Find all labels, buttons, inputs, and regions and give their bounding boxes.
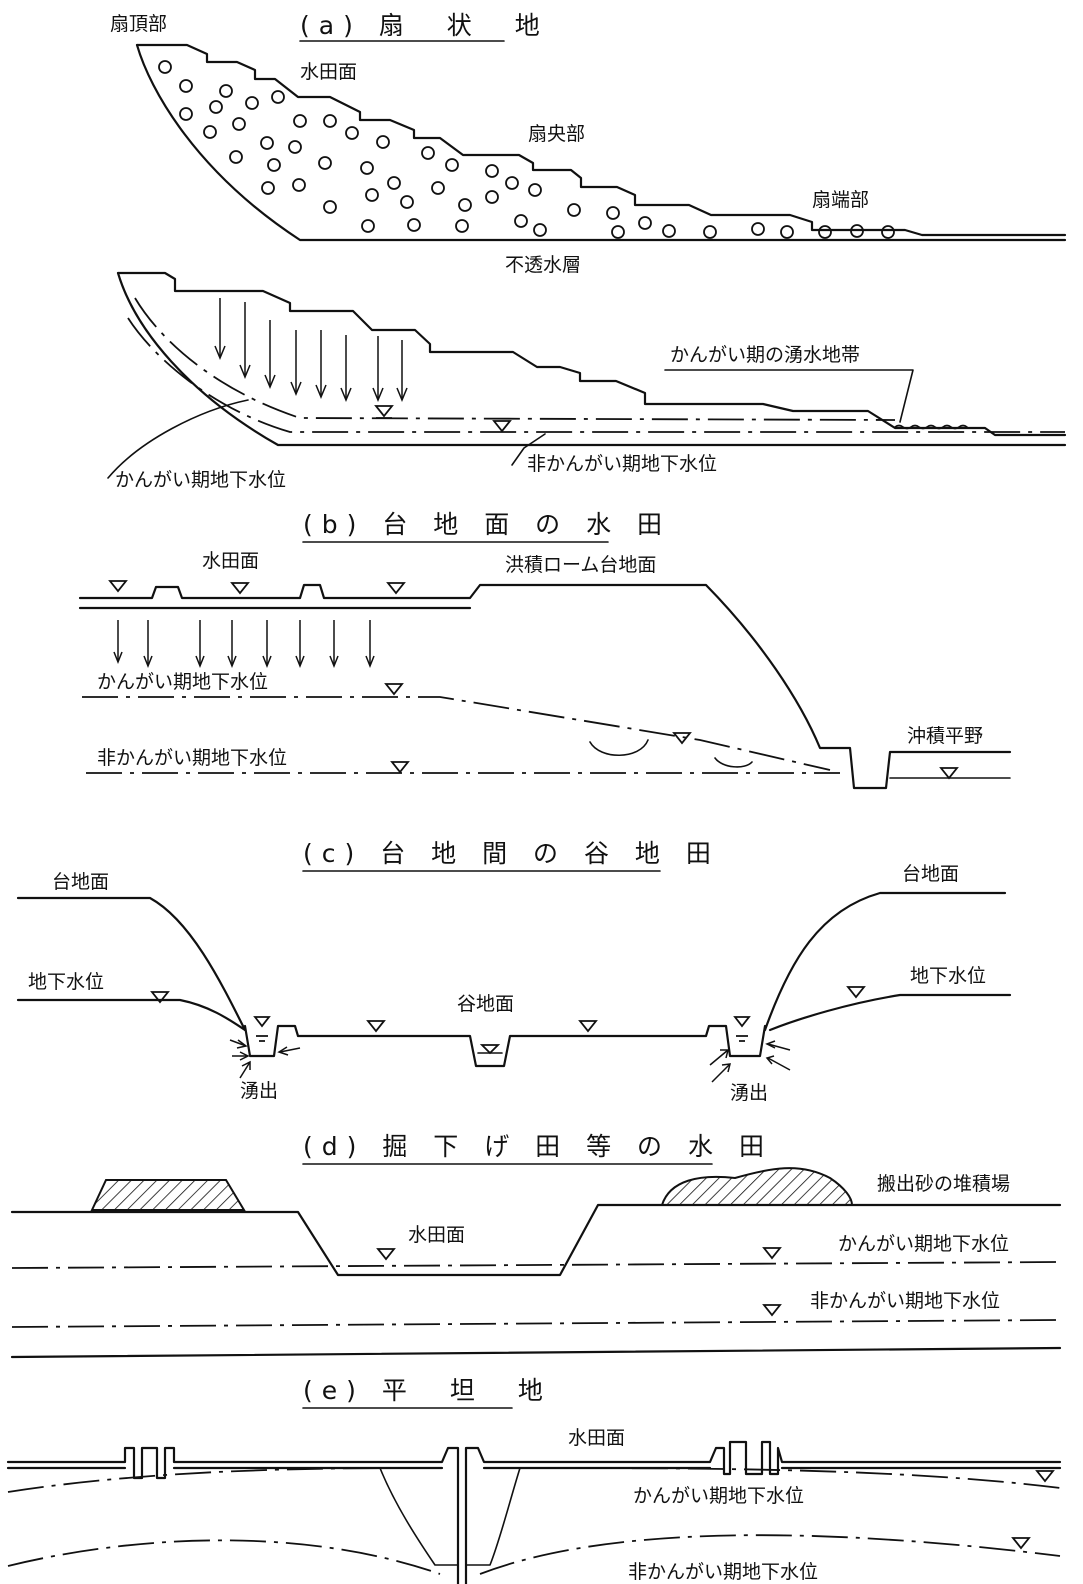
seepage-left-label: 湧出 <box>240 1080 278 1102</box>
valley-ditch-marker-right <box>733 1016 751 1042</box>
plateau-surface-upper <box>78 583 1012 790</box>
fan-irrigation-gw-leader <box>107 399 249 479</box>
dug-paddy-surface-label: 水田面 <box>408 1224 465 1246</box>
dug-irrigation-gw-label: かんがい期地下水位 <box>838 1233 1009 1255</box>
spring-zone-label: かんがい期の湧水地帯 <box>670 344 860 366</box>
section-c-title: (c) 台 地 間 の 谷 地 田 <box>303 839 720 868</box>
flat-irrigation-marker <box>1035 1470 1055 1483</box>
sand-pile-left <box>90 1179 246 1211</box>
fan-apex-label: 扇頂部 <box>110 13 167 35</box>
plateau-irrigation-groundwater-table <box>82 696 831 771</box>
fan-percolation-arrows <box>214 298 408 402</box>
section-c-valley-paddy: (c) 台 地 間 の 谷 地 田 台地面 台地面 地下水位 地下水位 谷地面 <box>16 839 1012 1104</box>
upland-right-profile <box>763 891 1007 1032</box>
impermeable-layer-line <box>135 43 1067 242</box>
fan-paddy-surface-label: 水田面 <box>300 61 357 83</box>
fan-irrigation-gw-label: かんがい期地下水位 <box>115 469 286 491</box>
section-b-plateau-paddy: (b) 台 地 面 の 水 田 水田面 洪積ローム台地面 かんがい期地下水位 非… <box>78 510 1012 790</box>
section-e-title: (e) 平 坦 地 <box>303 1376 552 1405</box>
section-d-dug-paddy: (d) 掘 下 げ 田 等 の 水 田 搬出砂の堆積場 水田面 かんがい期地下水… <box>10 1132 1062 1359</box>
gw-left-profile <box>16 998 247 1032</box>
upland-right-label: 台地面 <box>902 863 959 885</box>
fan-middle-label: 扇央部 <box>528 123 585 145</box>
spring-zone-leader <box>664 369 914 423</box>
valley-water-marker-left <box>150 991 170 1004</box>
alluvial-plain-label: 沖積平野 <box>907 725 983 747</box>
seepage-right-label: 湧出 <box>730 1082 768 1104</box>
plateau-percolation-arrows <box>113 620 375 669</box>
plateau-slope-marker <box>672 732 692 745</box>
dug-base-line <box>10 1346 1062 1359</box>
alluvial-water-marker <box>939 767 959 780</box>
plateau-perched-lens-2 <box>714 757 753 768</box>
section-a-alluvial-fan: (a) 扇 状 地 扇頂部 水田面 扇央部 扇端部 不透水層 <box>107 11 1067 491</box>
fan-profile <box>135 43 1067 237</box>
dug-irrigation-groundwater-table <box>11 1261 1061 1269</box>
sand-pile-right <box>660 1167 854 1206</box>
loam-plateau-label: 洪積ローム台地面 <box>505 554 656 576</box>
fan-groundwater-profile <box>116 271 1067 437</box>
valley-ditch-marker-left <box>253 1016 271 1042</box>
valley-floor-profile <box>243 1024 767 1068</box>
flat-non-irrigation-marker <box>1011 1537 1031 1550</box>
gw-left-label: 地下水位 <box>28 971 104 993</box>
sand-pile-label: 搬出砂の堆積場 <box>877 1173 1010 1195</box>
dug-non-irrigation-marker <box>762 1304 782 1317</box>
dug-paddy-marker <box>376 1248 396 1261</box>
seepage-arrows-right <box>709 1040 791 1083</box>
section-d-title: (d) 掘 下 げ 田 等 の 水 田 <box>303 1132 773 1161</box>
plateau-water-marker-1 <box>108 580 128 593</box>
plateau-perched-lens-1 <box>589 739 649 757</box>
seepage-arrows-left <box>229 1039 301 1079</box>
section-e-flat-land: (e) 平 坦 地 水田面 かんがい期地下水位 非かんがい期地下水位 <box>6 1376 1062 1584</box>
fan-non-irrigation-groundwater-table <box>127 317 1065 433</box>
flat-non-irrigation-gw-label: 非かんがい期地下水位 <box>628 1561 818 1583</box>
spring-zone-wavy-line <box>894 424 968 430</box>
fan-non-irrigation-gw-leader <box>511 433 546 466</box>
flat-paddy-surface-label: 水田面 <box>568 1427 625 1449</box>
fan-irrigation-groundwater-table <box>134 297 896 421</box>
plateau-non-irrigation-marker <box>390 761 410 774</box>
upland-left-profile <box>16 896 247 1032</box>
fan-lower-base-line <box>116 271 1067 447</box>
plateau-non-irrigation-gw-label: 非かんがい期地下水位 <box>97 747 287 769</box>
dug-non-irrigation-groundwater-table <box>11 1319 1061 1328</box>
plateau-irrigation-gw-label: かんがい期地下水位 <box>97 671 268 693</box>
impermeable-layer-label: 不透水層 <box>505 254 581 276</box>
dug-non-irrigation-gw-label: 非かんがい期地下水位 <box>810 1290 1000 1312</box>
section-b-title: (b) 台 地 面 の 水 田 <box>303 510 671 539</box>
plateau-water-marker-2 <box>230 582 250 595</box>
gw-right-label: 地下水位 <box>910 965 986 987</box>
valley-floor-marker-2 <box>479 1044 501 1055</box>
valley-floor-marker-3 <box>578 1020 598 1033</box>
fan-gravel-deposits <box>158 60 895 239</box>
valley-water-marker-right <box>846 986 866 999</box>
plateau-irrigation-marker <box>384 683 404 696</box>
section-a-title: (a) 扇 状 地 <box>300 11 549 40</box>
flat-non-irrigation-groundwater-table <box>7 1534 1061 1575</box>
fan-irrigation-water-level-marker <box>374 405 394 419</box>
fan-toe-label: 扇端部 <box>812 189 869 211</box>
valley-surface-label: 谷地面 <box>457 993 514 1015</box>
dug-irrigation-marker <box>762 1247 782 1260</box>
fan-non-irrigation-gw-label: 非かんがい期地下水位 <box>527 453 717 475</box>
flat-drain-trench <box>379 1467 521 1566</box>
flat-irrigation-groundwater-table <box>7 1467 1061 1493</box>
dug-paddy-profile <box>10 1203 1062 1277</box>
upland-left-label: 台地面 <box>52 871 109 893</box>
valley-floor-marker-1 <box>366 1020 386 1033</box>
flat-irrigation-gw-label: かんがい期地下水位 <box>633 1485 804 1507</box>
plateau-water-marker-3 <box>386 582 406 595</box>
fan-non-irrigation-water-level-marker <box>492 420 512 433</box>
gw-right-profile <box>768 993 1012 1032</box>
plateau-paddy-surface-label: 水田面 <box>202 550 259 572</box>
flat-paddy-surface <box>6 1440 1062 1584</box>
